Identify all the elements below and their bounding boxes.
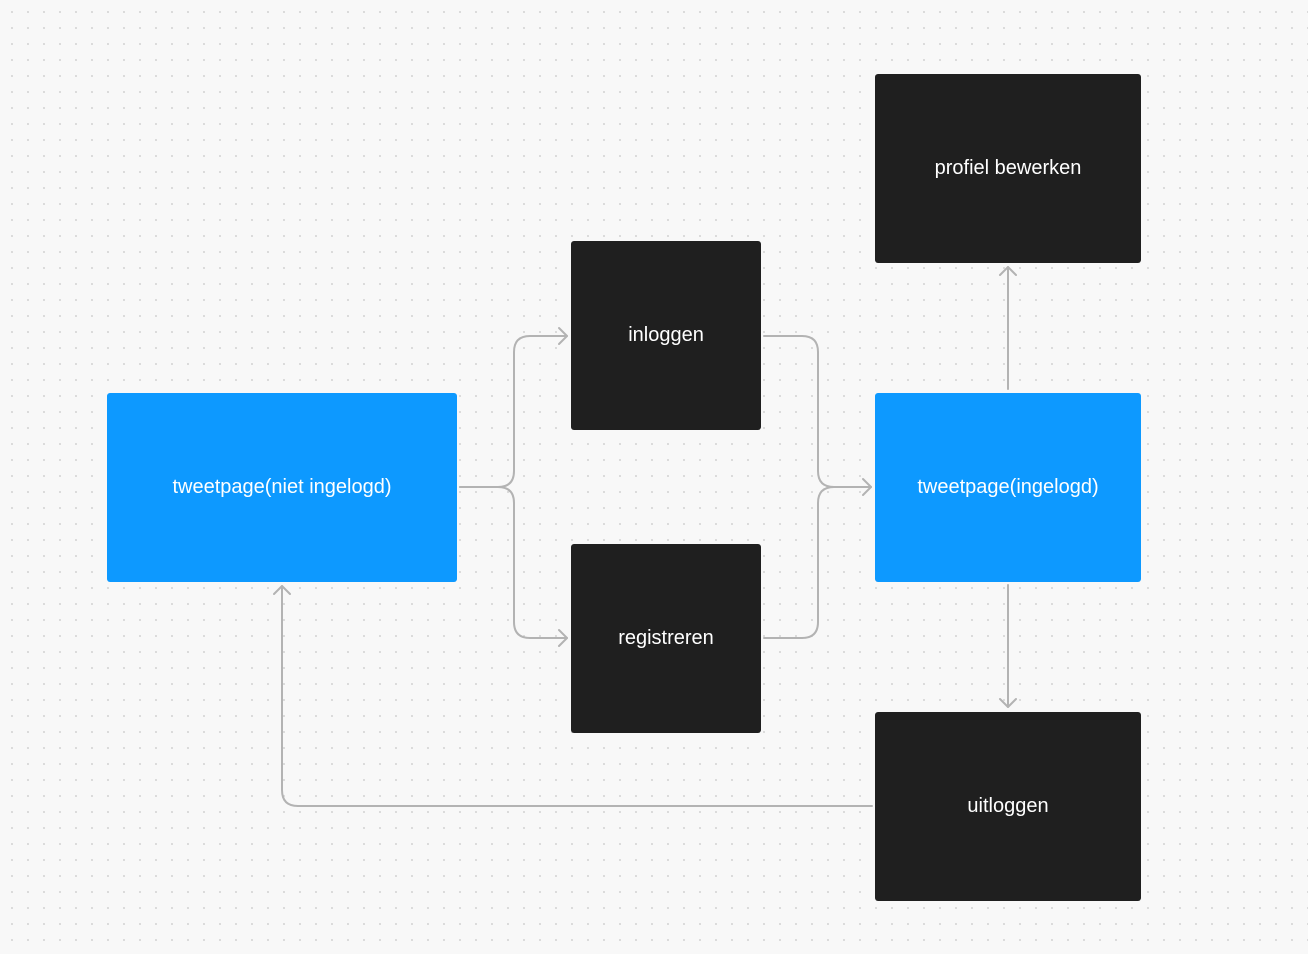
edge-inloggen-to-user (763, 335, 872, 488)
node-label: inloggen (628, 324, 704, 346)
node-label: profiel bewerken (934, 157, 1082, 179)
node-label: tweetpage(ingelogd) (917, 476, 1099, 498)
node-profiel-bewerken[interactable]: profiel bewerken (875, 74, 1141, 263)
node-tweetpage-user[interactable]: tweetpage(ingelogd) (875, 393, 1141, 582)
edge-guest-to-registreren (459, 486, 568, 647)
edge-user-to-uitloggen (999, 584, 1017, 708)
node-uitloggen[interactable]: uitloggen (875, 712, 1141, 901)
edge-user-to-profiel (999, 266, 1017, 390)
node-tweetpage-guest[interactable]: tweetpage(niet ingelogd) (107, 393, 457, 582)
node-label: registreren (618, 627, 714, 649)
node-registreren[interactable]: registreren (571, 544, 761, 733)
edge-registreren-to-user (763, 478, 872, 639)
node-label: tweetpage(niet ingelogd) (172, 476, 392, 498)
node-inloggen[interactable]: inloggen (571, 241, 761, 430)
node-label: uitloggen (967, 795, 1049, 817)
edge-guest-to-inloggen (459, 327, 568, 488)
